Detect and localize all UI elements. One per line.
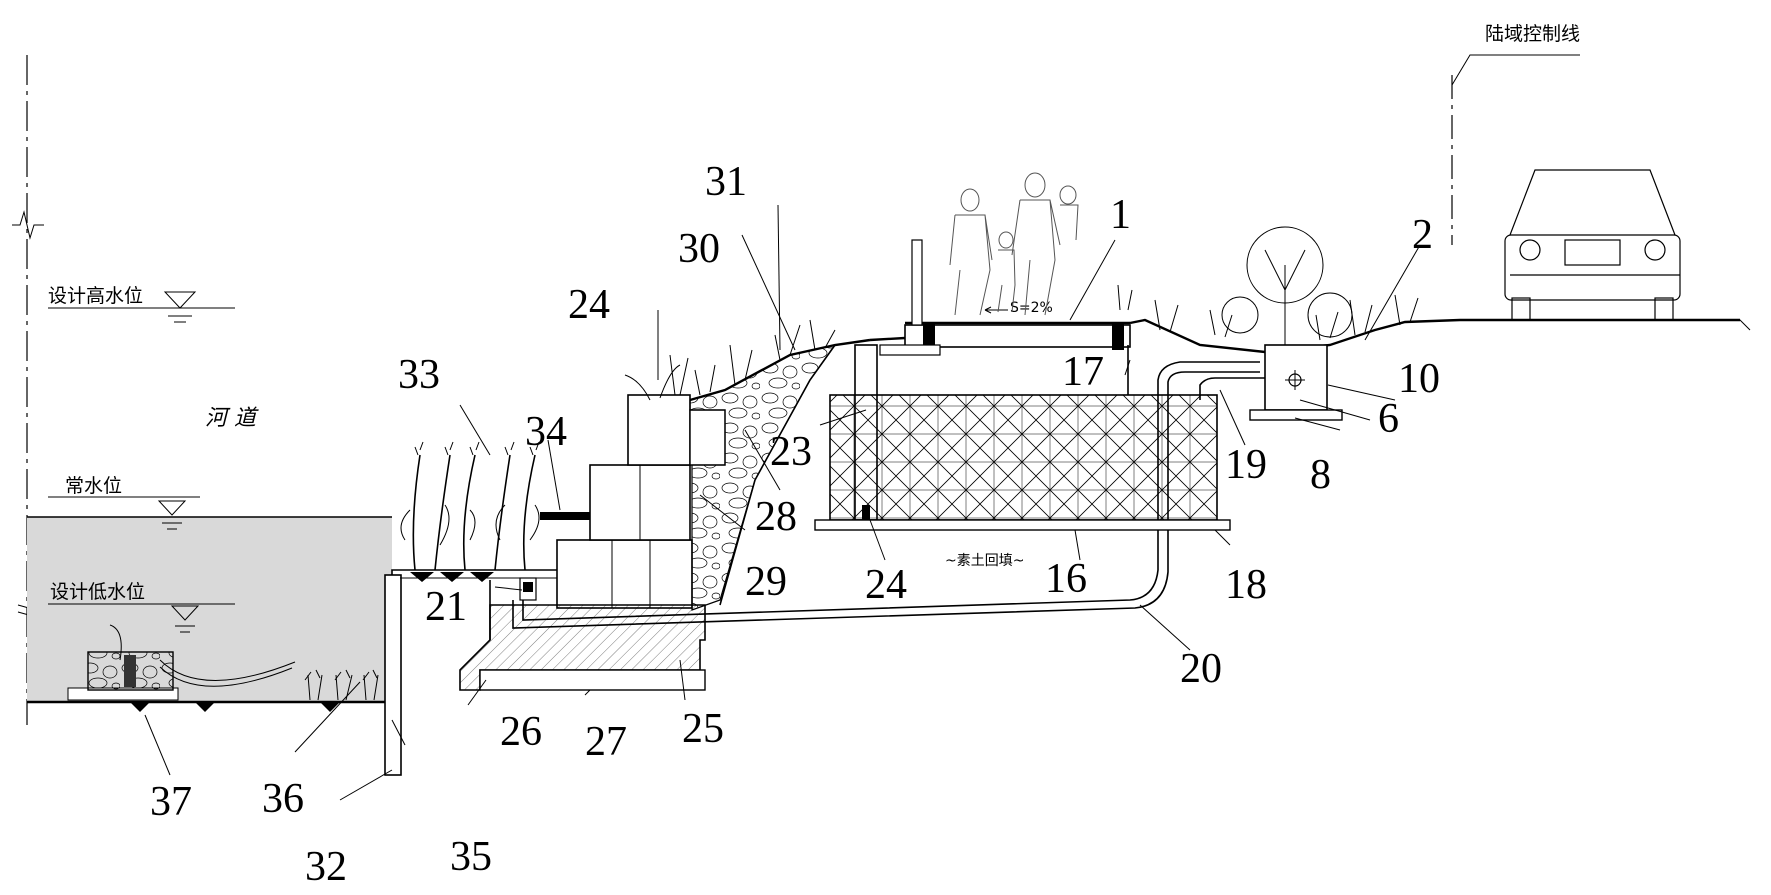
callout-33: 33 bbox=[398, 352, 440, 398]
design-high-water-marker: 设计高水位 bbox=[48, 285, 235, 322]
callout-32: 32 bbox=[305, 844, 347, 890]
callout-21: 21 bbox=[425, 584, 467, 630]
callout-10: 10 bbox=[1398, 356, 1440, 402]
vent-pipe bbox=[912, 240, 922, 325]
callout-34: 34 bbox=[525, 409, 567, 455]
river-water bbox=[27, 517, 392, 702]
tank-base-18 bbox=[815, 520, 1230, 530]
callout-30: 30 bbox=[678, 226, 720, 272]
storage-tank bbox=[830, 395, 1217, 520]
car-silhouette bbox=[1505, 170, 1680, 320]
ground-surface bbox=[1130, 320, 1740, 352]
callout-6: 6 bbox=[1378, 396, 1399, 442]
river-label: 河 道 bbox=[205, 406, 259, 431]
floating-bed bbox=[540, 512, 590, 520]
outlet-device bbox=[520, 578, 536, 600]
callout-20: 20 bbox=[1180, 646, 1222, 692]
aquatic-plants bbox=[401, 442, 539, 570]
sheet-pile-wall bbox=[385, 575, 401, 775]
callout-16: 16 bbox=[1045, 556, 1087, 602]
callout-17: 17 bbox=[1062, 349, 1104, 395]
callout-1: 1 bbox=[1110, 192, 1131, 238]
backfill-label: ~素土回填~ bbox=[945, 553, 1024, 569]
land-control-line: 陆域控制线 bbox=[1452, 23, 1580, 245]
callout-22: 23 bbox=[770, 429, 812, 475]
callout-26: 26 bbox=[500, 709, 542, 755]
people-silhouette bbox=[950, 173, 1078, 315]
callout-8: 8 bbox=[1310, 452, 1331, 498]
land-control-line-label: 陆域控制线 bbox=[1485, 23, 1580, 45]
callout-31: 31 bbox=[705, 159, 747, 205]
callout-35: 35 bbox=[450, 834, 492, 880]
callout-28: 28 bbox=[755, 494, 797, 540]
design-low-water-label: 设计低水位 bbox=[50, 581, 145, 603]
callout-25: 25 bbox=[682, 706, 724, 752]
normal-water-label: 常水位 bbox=[65, 475, 122, 497]
river-bed-ticks bbox=[30, 702, 340, 712]
callout-29: 29 bbox=[745, 559, 787, 605]
callout-24: 24 bbox=[568, 282, 610, 328]
callout-19: 19 bbox=[1225, 442, 1267, 488]
callout-27: 27 bbox=[585, 719, 627, 765]
callout-36: 36 bbox=[262, 776, 304, 822]
callout-37: 37 bbox=[150, 779, 192, 825]
callout-18: 18 bbox=[1225, 562, 1267, 608]
callout-2: 2 bbox=[1412, 212, 1433, 258]
inspection-chamber bbox=[1200, 345, 1342, 420]
callout-23: 24 bbox=[865, 562, 907, 608]
vent-pipe-base bbox=[880, 345, 940, 355]
platform: S=2% bbox=[905, 300, 1130, 350]
design-high-water-label: 设计高水位 bbox=[48, 285, 143, 307]
